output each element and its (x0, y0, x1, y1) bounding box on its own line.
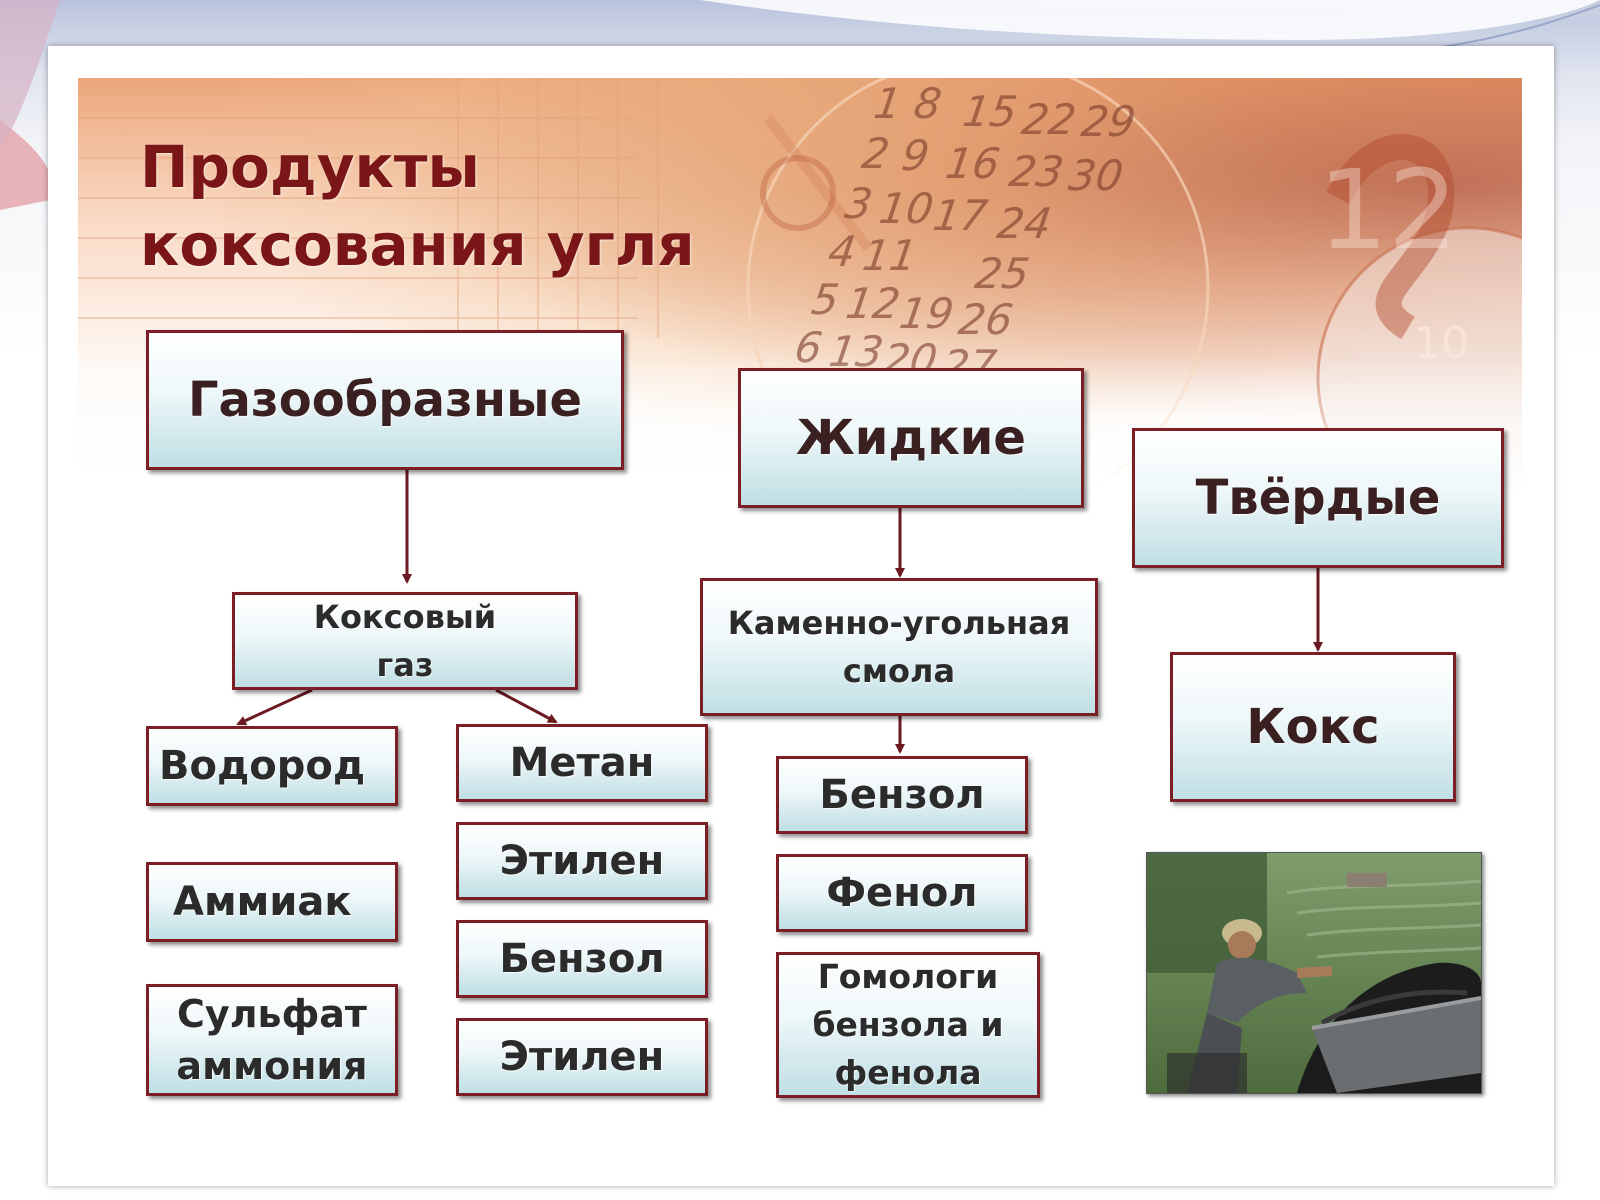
product-label: Водород (159, 743, 366, 789)
coke-worker-photo (1146, 852, 1482, 1094)
calendar-number: 11 (860, 231, 920, 280)
category-solid: Твёрдые (1132, 428, 1504, 568)
product-hydrogen: Водород (146, 726, 398, 806)
product-benzene-gas: Бензол (456, 920, 708, 998)
product-label: Метан (509, 740, 655, 786)
category-gaseous-label: Газообразные (187, 372, 583, 428)
coal-tar-line: смола (842, 652, 956, 690)
product-methane: Метан (456, 724, 708, 802)
product-label: Этилен (499, 1034, 665, 1080)
product-phenol: Фенол (776, 854, 1028, 932)
product-label: Бензол (819, 772, 985, 818)
calendar-number: 17 (930, 191, 990, 240)
title-line: Продукты (140, 133, 480, 201)
product-label-line: Гомологи (817, 957, 999, 996)
product-label: Аммиак (173, 879, 352, 925)
product-label: Фенол (826, 870, 978, 916)
calendar-number: 29 (1078, 97, 1138, 146)
category-gaseous: Газообразные (146, 330, 624, 470)
coal-tar-box: Каменно-угольная смола (700, 578, 1098, 716)
background-swoosh (0, 0, 1600, 210)
product-ammonium-sulfate: Сульфат аммония (146, 984, 398, 1096)
calendar-number: 23 (1006, 147, 1066, 196)
category-liquid: Жидкие (738, 368, 1084, 508)
coke-gas-box: Коксовый газ (232, 592, 578, 690)
calendar-number: 24 (994, 199, 1054, 248)
arrow-cokegas-to-methane (495, 688, 558, 724)
product-label: Этилен (499, 838, 665, 884)
product-homologues: Гомологи бензола и фенола (776, 952, 1040, 1098)
arrow-cokegas-to-hydrogen (236, 688, 313, 726)
calendar-number: 25 (972, 249, 1032, 298)
category-solid-label: Твёрдые (1195, 470, 1441, 526)
category-liquid-label: Жидкие (796, 410, 1026, 466)
product-ammonia: Аммиак (146, 862, 398, 942)
calendar-number: 22 (1019, 95, 1079, 144)
product-ethylene-2: Этилен (456, 1018, 708, 1096)
calendar-number: 16 (943, 139, 1003, 188)
product-label-line: Сульфат (177, 992, 367, 1036)
product-label: Бензол (499, 936, 665, 982)
calendar-number: 10 (876, 184, 936, 233)
product-label-line: фенола (834, 1053, 982, 1092)
title-line: коксования угля (140, 211, 695, 279)
page-title: Продукты коксования угля (140, 128, 695, 284)
clock-numeral: 12 (1318, 146, 1458, 274)
product-ethylene: Этилен (456, 822, 708, 900)
calendar-number: 12 (843, 279, 903, 328)
coke-gas-line: Коксовый (313, 598, 497, 636)
coke-label: Кокс (1246, 699, 1380, 755)
product-label-line: аммония (176, 1044, 368, 1088)
coal-tar-line: Каменно-угольная (727, 604, 1071, 642)
calendar-number: 15 (960, 87, 1020, 136)
product-benzene-tar: Бензол (776, 756, 1028, 834)
coke-gas-line: газ (376, 646, 434, 684)
calendar-number: 19 (896, 289, 956, 338)
calendar-number: 26 (956, 295, 1016, 344)
calendar-number: 30 (1066, 151, 1126, 200)
product-label-line: бензола и (812, 1005, 1004, 1044)
coke-box: Кокс (1170, 652, 1456, 802)
